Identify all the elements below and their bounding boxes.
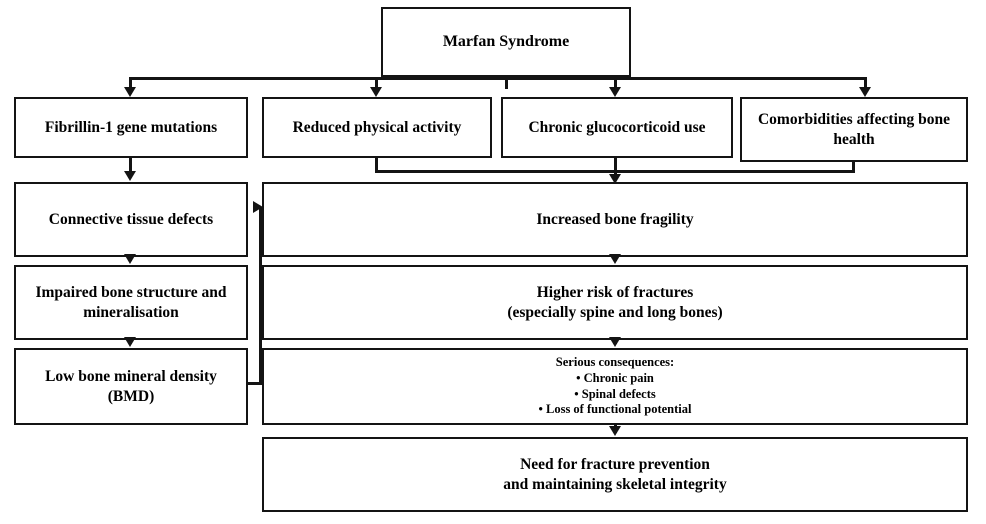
node-label: Fibrillin-1 gene mutations (44, 118, 218, 136)
connector-root-stem (505, 77, 508, 89)
node-label: Marfan Syndrome (442, 33, 570, 50)
node-label: Connective tissue defects (48, 210, 214, 228)
arrowhead-to-bone-fragility-feedback (253, 201, 263, 213)
connector-steroid-down (614, 158, 617, 170)
node-chronic-glucocorticoid-use: Chronic glucocorticoid use (501, 97, 733, 158)
connector-drop-comorbid (864, 77, 867, 89)
node-label: Need for fracture prevention and maintai… (270, 455, 960, 494)
node-label: Comorbidities affecting bone health (757, 111, 950, 148)
consequences-bullet-loss-of-functional-potential: • Loss of functional potential (538, 402, 692, 417)
node-label: Increased bone fragility (536, 210, 694, 228)
node-connective-tissue-defects: Connective tissue defects (14, 182, 248, 257)
node-serious-consequences: Serious consequences: • Chronic pain • S… (262, 348, 968, 425)
connector-bmd-feedback-out (248, 382, 262, 385)
node-label: Serious consequences: • Chronic pain • S… (270, 355, 960, 418)
arrowhead-to-connective-tissue-defects (124, 171, 136, 181)
connector-drop-steroid (614, 77, 617, 89)
connector-distribution-bus (129, 77, 866, 80)
connector-genetic-to-connective (129, 158, 132, 172)
node-fibrillin-1-gene-mutations: Fibrillin-1 gene mutations (14, 97, 248, 158)
node-label: Impaired bone structure and mineralisati… (35, 284, 227, 321)
consequences-bullet-chronic-pain: • Chronic pain (576, 370, 654, 385)
node-label-line1: Need for fracture prevention (520, 456, 710, 474)
node-low-bone-mineral-density: Low bone mineral density (BMD) (14, 348, 248, 425)
node-marfan-syndrome: Marfan Syndrome (381, 7, 631, 77)
arrowhead-to-increased-bone-fragility (609, 174, 621, 184)
consequences-heading: Serious consequences: (555, 355, 675, 370)
node-label-line2: (especially spine and long bones) (507, 303, 723, 321)
node-reduced-physical-activity: Reduced physical activity (262, 97, 492, 158)
node-higher-risk-of-fractures: Higher risk of fractures (especially spi… (262, 265, 968, 340)
node-increased-bone-fragility: Increased bone fragility (262, 182, 968, 257)
arrowhead-to-impaired-bone-structure (124, 254, 136, 264)
connector-bmd-feedback-riser (259, 207, 262, 384)
node-label-line1: Higher risk of fractures (536, 284, 694, 302)
arrowhead-to-comorbid (859, 87, 871, 97)
node-label: Higher risk of fractures (especially spi… (270, 283, 960, 322)
node-comorbidities-affecting-bone-health: Comorbidities affecting bone health (740, 97, 968, 162)
arrowhead-to-genetic (124, 87, 136, 97)
node-label: Low bone mineral density (BMD) (45, 368, 217, 405)
arrowhead-to-serious-consequences (609, 337, 621, 347)
node-need-for-fracture-prevention: Need for fracture prevention and maintai… (262, 437, 968, 512)
consequences-bullet-spinal-defects: • Spinal defects (574, 386, 656, 401)
connector-drop-genetic (129, 77, 132, 89)
arrowhead-to-low-bmd (124, 337, 136, 347)
node-label: Chronic glucocorticoid use (528, 118, 706, 136)
connector-comorbid-down (852, 162, 855, 170)
node-impaired-bone-structure: Impaired bone structure and mineralisati… (14, 265, 248, 340)
connector-drop-activity (375, 77, 378, 89)
arrowhead-to-higher-risk-of-fractures (609, 254, 621, 264)
connector-activity-down (375, 158, 378, 170)
node-label: Reduced physical activity (292, 118, 462, 136)
arrowhead-to-steroid (609, 87, 621, 97)
arrowhead-to-need-for-fracture-prevention (609, 426, 621, 436)
node-label-line2: and maintaining skeletal integrity (503, 475, 727, 493)
arrowhead-to-activity (370, 87, 382, 97)
